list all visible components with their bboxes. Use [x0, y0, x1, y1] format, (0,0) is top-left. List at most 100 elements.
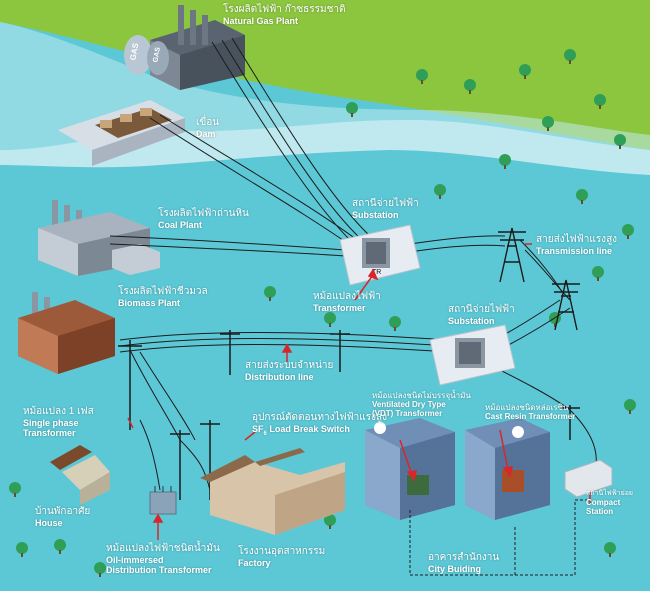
tree-trunk [569, 60, 571, 64]
oil-transformer-label-en2: Distribution Transformer [106, 564, 212, 575]
gas-tank-marking: GAS [128, 42, 140, 61]
oil-transformer-label: หม้อแปลงไฟฟ้าชนิดน้ำมัน Oil-immersed Dis… [106, 543, 220, 575]
tree-icon [54, 539, 66, 551]
tree-icon [346, 102, 358, 114]
tree-icon [564, 49, 576, 61]
compact-station-icon [564, 459, 613, 498]
tree-trunk [581, 200, 583, 204]
sf6-switch-label: อุปกรณ์ตัดตอนทางไฟฟ้าแรงสูง SF6 Load Bre… [252, 412, 387, 437]
house-label: บ้านพักอาศัย House [35, 506, 90, 528]
tree-trunk [329, 323, 331, 327]
tree-icon [434, 184, 446, 196]
tree-icon [604, 542, 616, 554]
office-building-icon [365, 418, 550, 520]
vdt-label-th: หม้อแปลงชนิดไม่บรรจุน้ำมัน [372, 391, 471, 400]
gas-plant-label-en: Natural Gas Plant [223, 15, 299, 26]
substation-lower-label-th: สถานีจ่ายไฟฟ้า [448, 304, 515, 315]
tree-icon [9, 482, 21, 494]
transformer-label-th: หม้อแปลงไฟฟ้า [313, 291, 381, 302]
biomass-plant-label: โรงผลิตไฟฟ้าชีวมวล Biomass Plant [118, 286, 208, 308]
vdt-label: หม้อแปลงชนิดไม่บรรจุน้ำมัน Ventilated Dr… [372, 391, 471, 419]
substation-icon-lower [429, 324, 516, 386]
vdt-label-en1: Ventilated Dry Type [372, 400, 446, 410]
dam-icon [58, 100, 185, 166]
coal-plant-icon [38, 200, 160, 276]
distribution-wires [119, 332, 597, 491]
transmission-wires [109, 37, 571, 353]
sf6-subscript: 6 [263, 430, 267, 437]
transformer-tag-upper: TR [372, 269, 381, 276]
sf6-prefix: SF [252, 423, 264, 434]
factory-icon [200, 448, 345, 535]
transmission-tower-icon [498, 227, 580, 331]
substation-lower-label: สถานีจ่ายไฟฟ้า Substation [448, 304, 515, 326]
oil-transformer-icon [149, 486, 177, 515]
coal-plant-label: โรงผลิตไฟฟ้าถ่านหิน Coal Plant [158, 208, 249, 230]
gas-tank-marking-2: GAS [152, 47, 162, 63]
house-label-en: House [35, 517, 63, 528]
tree-trunk [469, 90, 471, 94]
tree-trunk [547, 127, 549, 131]
substation-upper-label-en: Substation [352, 209, 399, 220]
transformer-label-en: Transformer [313, 302, 366, 313]
oil-transformer-label-th: หม้อแปลงไฟฟ้าชนิดน้ำมัน [106, 543, 220, 554]
tree-icon [614, 134, 626, 146]
distribution-line-label-th: สายส่งระบบจำหน่าย [245, 360, 334, 371]
tree-icon [264, 286, 276, 298]
single-phase-label-th: หม้อแปลง 1 เฟส [23, 406, 94, 417]
tree-trunk [14, 493, 16, 497]
distribution-line-label-en: Distribution line [245, 371, 314, 382]
cast-resin-label-en: Cast Resin Transformer [485, 412, 576, 422]
tree-icon [324, 312, 336, 324]
sf6-suffix: Load Break Switch [266, 423, 350, 434]
distribution-line-label: สายส่งระบบจำหน่าย Distribution line [245, 360, 333, 382]
sf6-switch-label-th: อุปกรณ์ตัดตอนทางไฟฟ้าแรงสูง [252, 412, 387, 423]
gas-plant-icon: GAS GAS [124, 5, 245, 90]
tree-icon [16, 542, 28, 554]
substation-upper-label-th: สถานีจ่ายไฟฟ้า [352, 198, 419, 209]
underground-cable [409, 499, 590, 576]
house-icon [50, 445, 110, 505]
tree-trunk [329, 525, 331, 529]
tree-icon [594, 94, 606, 106]
dam-label-en: Dam [196, 128, 216, 139]
factory-label-en: Factory [238, 557, 271, 568]
tree-trunk [619, 145, 621, 149]
tree-trunk [554, 323, 556, 327]
transmission-line-label: สายส่งไฟฟ้าแรงสูง Transmission line [536, 234, 617, 256]
tree-trunk [59, 550, 61, 554]
compact-station-label-en2: Station [586, 507, 614, 517]
tree-trunk [269, 297, 271, 301]
tree-trunk [504, 165, 506, 169]
tree-trunk [629, 410, 631, 414]
tree-icon [624, 399, 636, 411]
transmission-line-label-th: สายส่งไฟฟ้าแรงสูง [536, 234, 618, 245]
tree-icon [94, 562, 106, 574]
tree-icon [576, 189, 588, 201]
sf6-switch-label-en: SF6 Load Break Switch [252, 424, 387, 438]
tree-icon [9, 49, 636, 577]
tree-icon [519, 64, 531, 76]
tree-icon [324, 514, 336, 526]
substation-upper-label: สถานีจ่ายไฟฟ้า Substation [352, 198, 419, 220]
transmission-line-label-en: Transmission line [536, 245, 613, 256]
single-phase-label-en2: Transformer [23, 427, 76, 438]
compact-station-label-en1: Compact [586, 498, 621, 508]
tree-icon [499, 154, 511, 166]
substation-lower-label-en: Substation [448, 315, 495, 326]
coal-plant-label-en: Coal Plant [158, 219, 203, 230]
tree-icon [416, 69, 428, 81]
city-building-label: อาคารสำนักงาน City Buiding [428, 552, 499, 574]
transformer-label: หม้อแปลงไฟฟ้า Transformer [313, 291, 381, 313]
tree-trunk [99, 573, 101, 577]
tree-trunk [627, 235, 629, 239]
single-phase-label: หม้อแปลง 1 เฟส Single phase Transformer [23, 406, 94, 438]
callout-arrows [127, 243, 591, 540]
dam-label-th: เขื่อน [196, 117, 220, 128]
biomass-plant-label-en: Biomass Plant [118, 297, 181, 308]
tree-trunk [524, 75, 526, 79]
factory-label-th: โรงงานอุตสาหกรรม [238, 546, 326, 557]
tree-icon [592, 266, 604, 278]
